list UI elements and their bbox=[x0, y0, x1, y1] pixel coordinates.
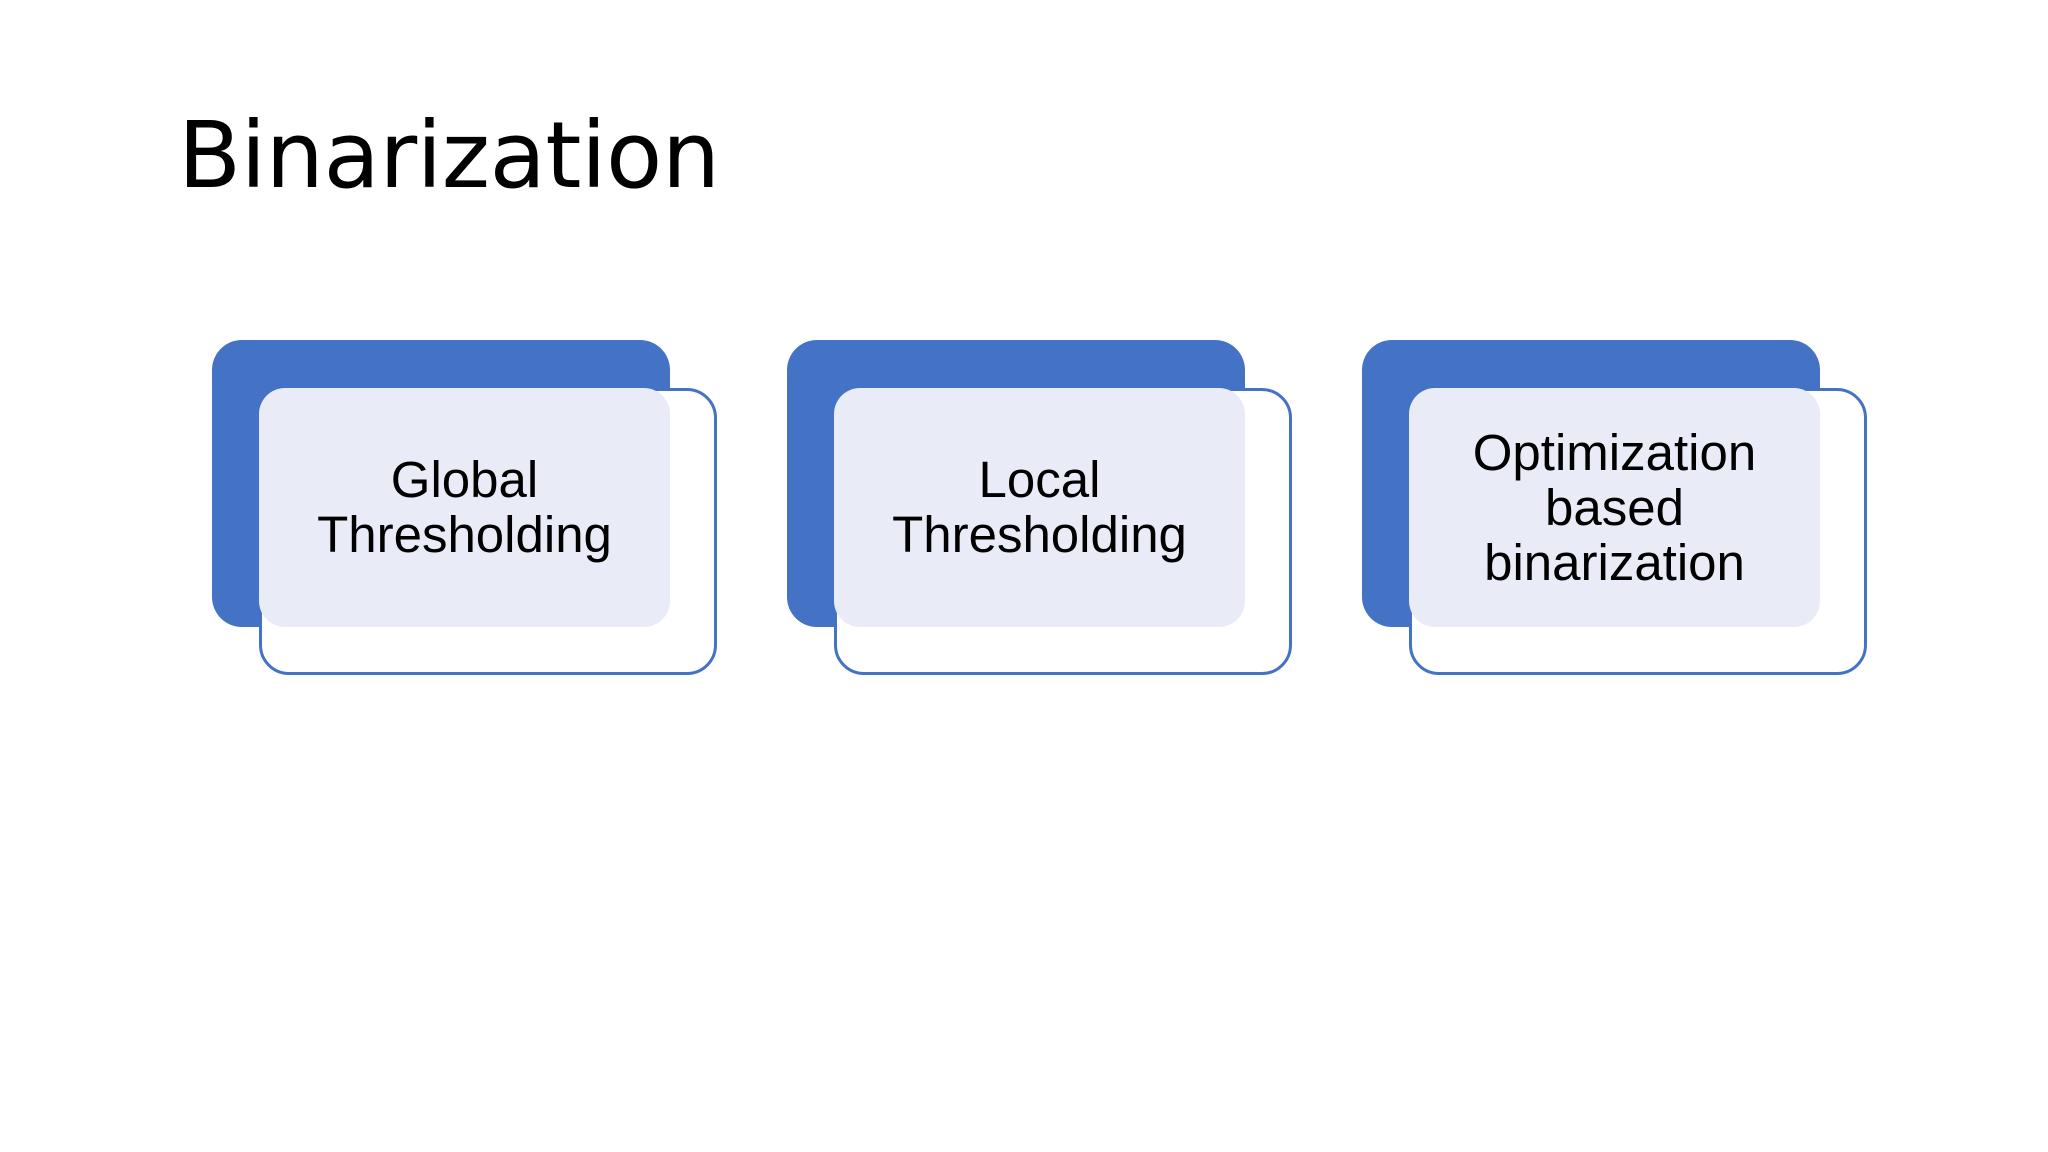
page-title: Binarization bbox=[178, 102, 720, 209]
card-local-thresholding[interactable]: Local Thresholding bbox=[787, 340, 1292, 690]
card-global-thresholding[interactable]: Global Thresholding bbox=[212, 340, 717, 690]
card-label: Global Thresholding bbox=[317, 451, 612, 563]
card-fill-layer: Global Thresholding bbox=[259, 388, 670, 627]
card-fill-layer: Local Thresholding bbox=[834, 388, 1245, 627]
card-label: Local Thresholding bbox=[892, 451, 1187, 563]
card-fill-layer: Optimization based binarization bbox=[1409, 388, 1820, 627]
card-label: Optimization based binarization bbox=[1472, 423, 1757, 592]
card-optimization-based-binarization[interactable]: Optimization based binarization bbox=[1362, 340, 1867, 690]
